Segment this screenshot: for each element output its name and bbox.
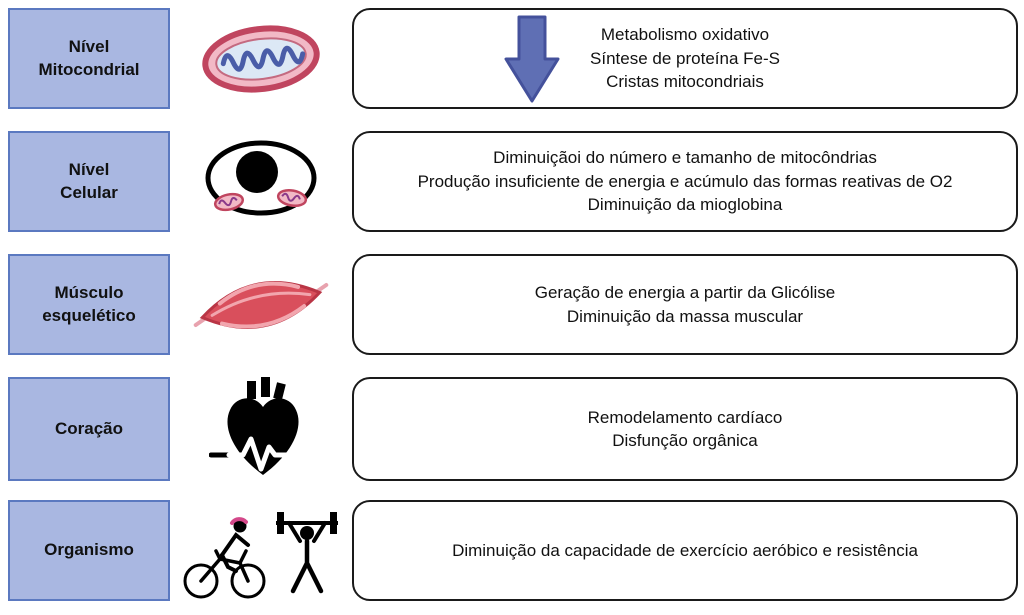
mitochondria-icon bbox=[170, 8, 352, 109]
content-line: Diminuição da capacidade de exercício ae… bbox=[452, 540, 918, 560]
label-text: Coração bbox=[54, 418, 124, 438]
down-arrow-icon bbox=[504, 15, 560, 103]
cell-illustration bbox=[205, 140, 317, 215]
row-heart: Coração Remodelamento cardíaco Disfunção… bbox=[8, 377, 1018, 481]
content-line: Diminuição da massa muscular bbox=[566, 306, 804, 326]
content-line: Cristas mitocondriais bbox=[606, 72, 764, 92]
row-cellular-level: Nível Celular Diminuiçãoi do número e ta… bbox=[8, 131, 1018, 232]
row-organism: Organismo Diminuição da c bbox=[8, 500, 1018, 601]
content-box-cellular: Diminuiçãoi do número e tamanho de mitoc… bbox=[352, 131, 1018, 232]
label-coracao: Coração bbox=[8, 377, 170, 481]
content-line: Disfunção orgânica bbox=[612, 431, 758, 450]
muscle-illustration bbox=[193, 280, 329, 329]
content-line: Diminuiçãoi do número e tamanho de mitoc… bbox=[493, 148, 877, 168]
label-musculo-esqueletico: Músculo esquelético bbox=[8, 254, 170, 355]
content-box-heart: Remodelamento cardíaco Disfunção orgânic… bbox=[352, 377, 1018, 481]
content-line: Síntese de proteína Fe-S bbox=[590, 48, 780, 68]
muscle-icon bbox=[170, 254, 352, 355]
content-line: Diminuição da mioglobina bbox=[587, 195, 783, 215]
row-mitochondrial-level: Nível Mitocondrial Metabolismo oxidativo… bbox=[8, 8, 1018, 109]
label-nivel-celular: Nível Celular bbox=[8, 131, 170, 232]
label-text: Nível Mitocondrial bbox=[38, 37, 140, 79]
content-box-organism: Diminuição da capacidade de exercício ae… bbox=[352, 500, 1018, 601]
label-text: Músculo esquelético bbox=[42, 283, 136, 325]
cyclist-and-weightlifter-illustration bbox=[183, 511, 338, 598]
content-box-mitochondrial: Metabolismo oxidativo Síntese de proteín… bbox=[352, 8, 1018, 109]
label-nivel-mitocondrial: Nível Mitocondrial bbox=[8, 8, 170, 109]
heart-icon bbox=[170, 377, 352, 481]
content-box-muscle: Geração de energia a partir da Glicólise… bbox=[352, 254, 1018, 355]
row-skeletal-muscle: Músculo esquelético Geração de energia a… bbox=[8, 254, 1018, 355]
mitochondria-illustration bbox=[202, 24, 320, 93]
label-text: Nível Celular bbox=[60, 160, 118, 202]
label-text: Organismo bbox=[44, 540, 134, 560]
cell-icon bbox=[170, 131, 352, 232]
content-line: Produção insuficiente de energia e acúmu… bbox=[417, 171, 953, 191]
content-line: Geração de energia a partir da Glicólise bbox=[534, 283, 836, 303]
label-organismo: Organismo bbox=[8, 500, 170, 601]
athletes-icon bbox=[170, 500, 352, 601]
heart-illustration bbox=[209, 377, 299, 475]
content-line: Remodelamento cardíaco bbox=[587, 407, 783, 427]
content-line: Metabolismo oxidativo bbox=[600, 25, 770, 45]
